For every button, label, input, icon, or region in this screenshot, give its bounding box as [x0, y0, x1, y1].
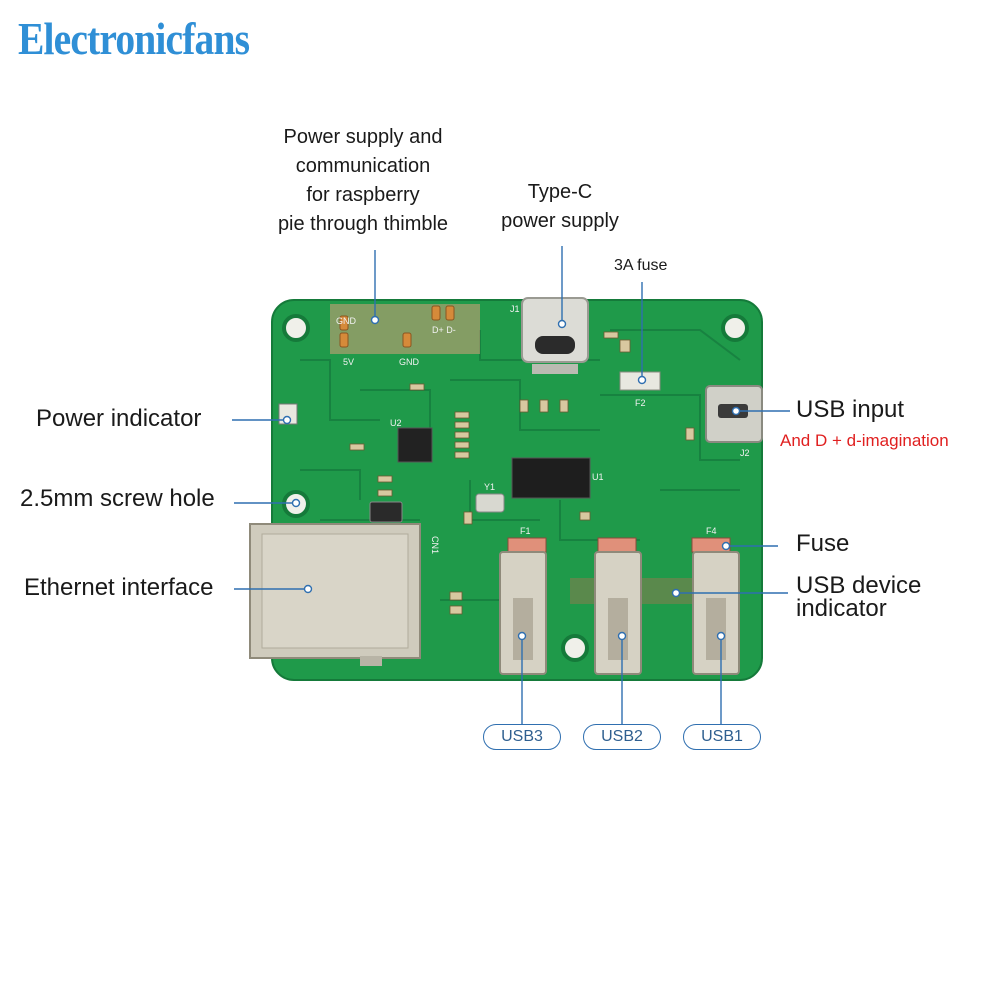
silk-f4: F4 [706, 526, 717, 536]
label-usb-input: USB input [796, 396, 905, 423]
label-3a-fuse: 3A fuse [614, 257, 668, 274]
brand-logo: Electronicfans [18, 13, 250, 64]
capacitor-c26 [369, 501, 403, 523]
usb-fuses [507, 537, 731, 553]
silk-u1: U1 [592, 472, 604, 482]
silk-f2: F2 [635, 398, 646, 408]
chip-u2 [397, 427, 433, 463]
label-usb-input-note: And D + d-imagination [780, 431, 949, 450]
silk-j2: J2 [740, 448, 750, 458]
usb-a-ports [499, 551, 740, 675]
port-label-usb3: USB3 [483, 724, 561, 750]
chip-u1 [511, 457, 591, 499]
silk-gnd-top: GND [336, 316, 357, 326]
silk-dpdm: D+ D- [432, 325, 456, 335]
label-usb-device-indicator: USB device indicator [796, 572, 922, 622]
label-raspberry: Power supply and communication for raspb… [277, 126, 449, 235]
label-screw-hole: 2.5mm screw hole [20, 485, 215, 512]
callout-lines [232, 246, 790, 724]
callout-dots [282, 315, 741, 641]
smd-components [349, 331, 695, 615]
pogo-pins [339, 305, 455, 348]
silk-u2: U2 [390, 418, 402, 428]
silk-j1: J1 [510, 304, 520, 314]
silk-5v: 5V [343, 357, 354, 367]
label-fuse: Fuse [796, 530, 850, 557]
label-ethernet: Ethernet interface [24, 574, 214, 601]
silk-gnd: GND [399, 357, 420, 367]
crystal-y1 [475, 493, 505, 513]
silk-cn1: CN1 [430, 536, 440, 554]
port-label-usb1: USB1 [683, 724, 761, 750]
label-power-indicator: Power indicator [36, 405, 202, 432]
silk-f1: F1 [520, 526, 531, 536]
label-typec: Type-C power supply [501, 181, 619, 232]
port-label-usb2: USB2 [583, 724, 661, 750]
silk-y1: Y1 [484, 482, 495, 492]
